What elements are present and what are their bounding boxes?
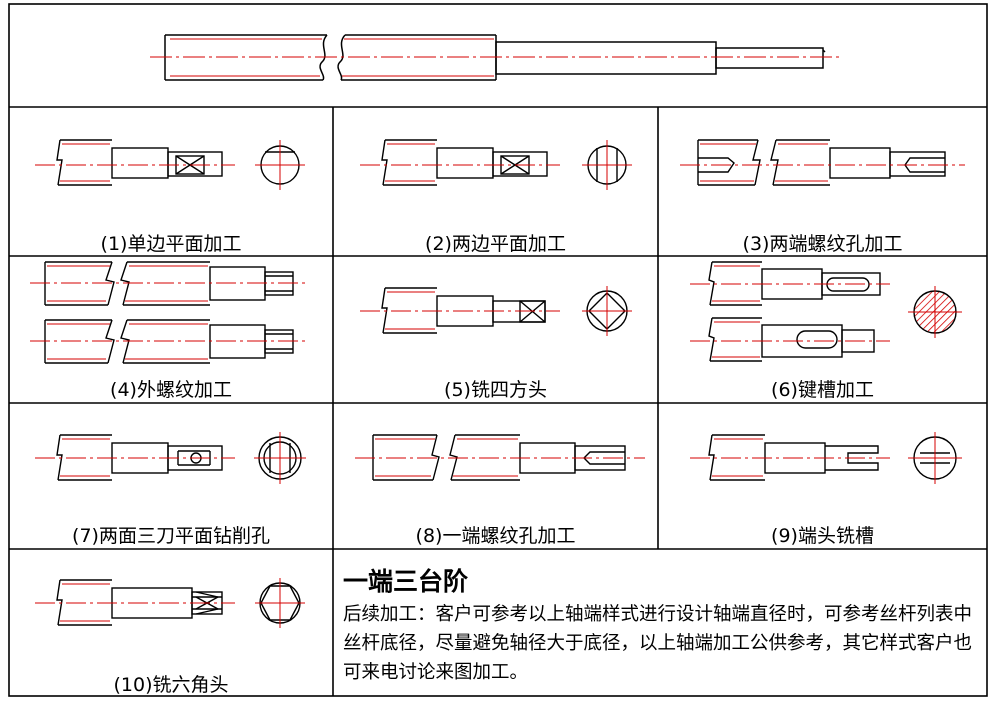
caption-external-thread: (4)外螺纹加工 xyxy=(110,379,232,401)
drawing-square-head xyxy=(360,286,632,336)
frame-grid xyxy=(8,3,988,697)
drawing-external-thread xyxy=(30,261,305,364)
caption-two-flats-cross-hole: (7)两面三刀平面钻削孔 xyxy=(72,525,270,547)
drawing-double-flat xyxy=(360,139,632,190)
drawing-threaded-hole-one-end xyxy=(355,434,645,481)
caption-hex-head: (10)铣六角头 xyxy=(113,674,229,696)
caption-keyway: (6)键槽加工 xyxy=(771,379,874,401)
caption-threaded-hole-one-end: (8)一端螺纹孔加工 xyxy=(415,525,576,547)
drawing-single-flat xyxy=(35,139,305,190)
top-shaft-drawing xyxy=(150,34,840,81)
info-note: 后续加工：客户可参考以上轴端样式进行设计轴端直径时，可参考丝杆列表中丝杆底径，尽… xyxy=(343,604,973,683)
caption-end-slot: (9)端头铣槽 xyxy=(771,525,874,547)
drawing-hex-head xyxy=(35,578,305,628)
drawing-threaded-holes-both-ends xyxy=(680,139,965,186)
drawing-end-slot xyxy=(690,432,962,484)
caption-square-head: (5)铣四方头 xyxy=(444,379,547,401)
caption-double-flat: (2)两边平面加工 xyxy=(425,233,566,255)
drawing-two-flats-cross-hole xyxy=(35,432,306,484)
drawing-keyway xyxy=(690,261,962,362)
caption-threaded-holes-both-ends: (3)两端螺纹孔加工 xyxy=(742,233,903,255)
caption-single-flat: (1)单边平面加工 xyxy=(100,233,242,255)
info-title: 一端三台阶 xyxy=(343,567,469,596)
